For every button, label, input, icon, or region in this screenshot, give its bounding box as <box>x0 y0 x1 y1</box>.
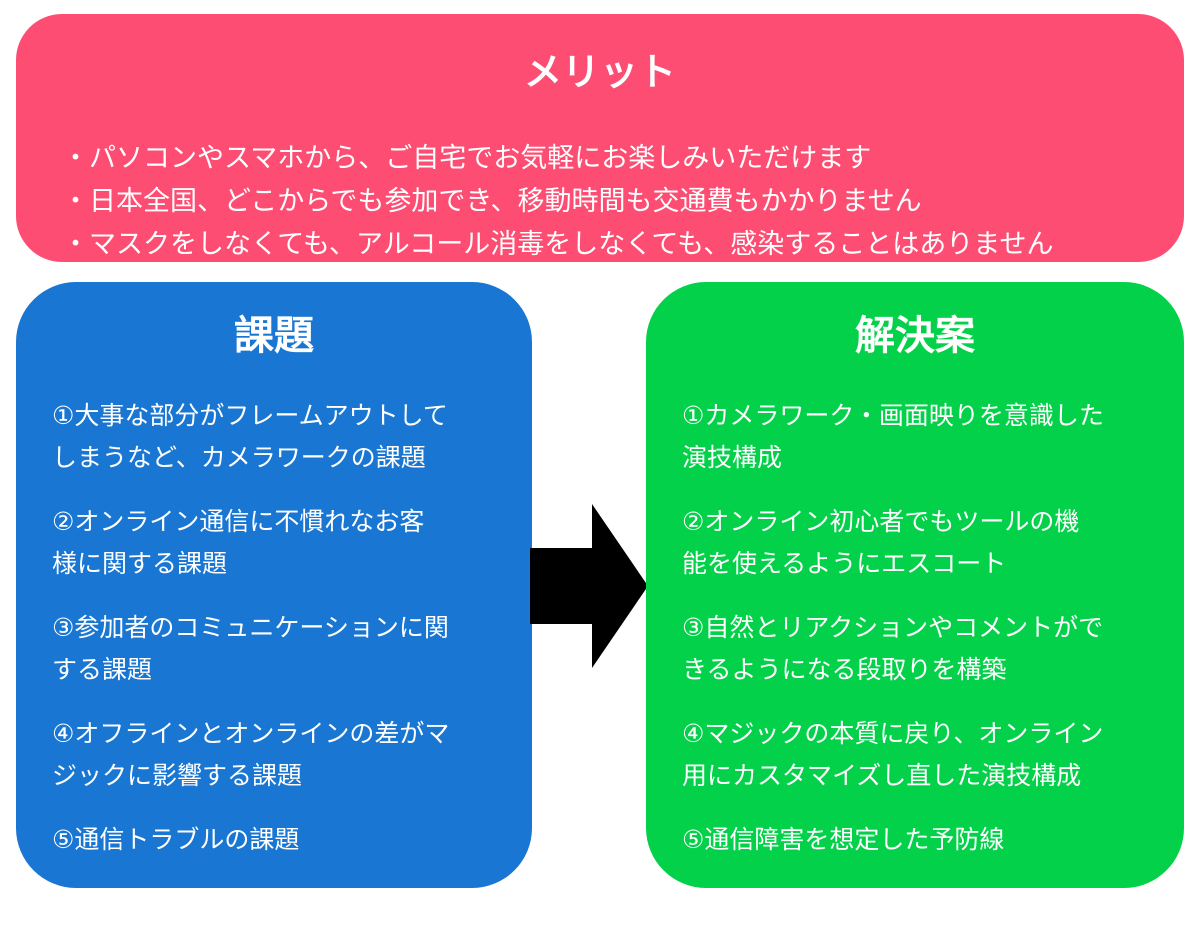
merit-item: ・マスクをしなくても、アルコール消毒をしなくても、感染することはありません <box>62 229 1054 260</box>
solution-item-line: 用にカスタマイズし直した演技構成 <box>682 761 1082 790</box>
merit-panel: メリット ・パソコンやスマホから、ご自宅でお気軽にお楽しみいただけます ・日本全… <box>16 14 1184 262</box>
solution-item: ④マジックの本質に戻り、オンライン 用にカスタマイズし直した演技構成 <box>682 713 1160 819</box>
problem-item: ①大事な部分がフレームアウトして しまうなど、カメラワークの課題 <box>52 395 508 501</box>
solutions-panel: 解決案 ①カメラワーク・画面映りを意識した 演技構成 ②オンライン初心者でもツー… <box>646 282 1184 888</box>
solution-item: ②オンライン初心者でもツールの機 能を使えるようにエスコート <box>682 501 1160 607</box>
merit-list: ・パソコンやスマホから、ご自宅でお気軽にお楽しみいただけます ・日本全国、どこか… <box>62 137 1162 266</box>
problem-item-line: ③参加者のコミュニケーションに関 <box>52 613 449 642</box>
problem-item: ⑤通信トラブルの課題 <box>52 819 508 925</box>
problem-item: ④オフラインとオンラインの差がマ ジックに影響する課題 <box>52 713 508 819</box>
problem-item-line: する課題 <box>52 655 153 684</box>
solution-item-line: ①カメラワーク・画面映りを意識した <box>682 401 1104 430</box>
solution-item-line: きるようになる段取りを構築 <box>682 655 1007 684</box>
problems-title: 課題 <box>234 313 314 359</box>
problem-item-line: ①大事な部分がフレームアウトして <box>52 401 448 430</box>
solutions-title: 解決案 <box>855 313 975 359</box>
merit-title: メリット <box>523 50 676 94</box>
solution-item-line: ②オンライン初心者でもツールの機 <box>682 507 1080 536</box>
merit-item: ・日本全国、どこからでも参加でき、移動時間も交通費もかかりません <box>62 186 922 217</box>
problem-item-line: ジックに影響する課題 <box>52 761 303 790</box>
merit-item: ・パソコンやスマホから、ご自宅でお気軽にお楽しみいただけます <box>62 143 872 174</box>
right-arrow-icon <box>530 504 648 668</box>
solution-item: ③自然とリアクションやコメントがで きるようになる段取りを構築 <box>682 607 1160 713</box>
problems-panel: 課題 ①大事な部分がフレームアウトして しまうなど、カメラワークの課題 ②オンラ… <box>16 282 532 888</box>
solution-item: ⑤通信障害を想定した予防線 <box>682 819 1160 925</box>
solution-item: ①カメラワーク・画面映りを意識した 演技構成 <box>682 395 1160 501</box>
solutions-list: ①カメラワーク・画面映りを意識した 演技構成 ②オンライン初心者でもツールの機 … <box>682 395 1160 925</box>
solution-item-line: 能を使えるようにエスコート <box>682 549 1007 578</box>
problem-item-line: 様に関する課題 <box>52 549 228 578</box>
solution-item-line: ⑤通信障害を想定した予防線 <box>682 825 1005 854</box>
solution-item-line: 演技構成 <box>682 443 783 472</box>
problems-list: ①大事な部分がフレームアウトして しまうなど、カメラワークの課題 ②オンライン通… <box>52 395 508 925</box>
solution-item-line: ③自然とリアクションやコメントがで <box>682 613 1104 642</box>
problem-item-line: ⑤通信トラブルの課題 <box>52 825 300 854</box>
arrow-shape <box>530 504 648 668</box>
problem-item-line: ④オフラインとオンラインの差がマ <box>52 719 450 748</box>
problem-item: ③参加者のコミュニケーションに関 する課題 <box>52 607 508 713</box>
problem-item-line: ②オンライン通信に不慣れなお客 <box>52 507 425 536</box>
problem-item: ②オンライン通信に不慣れなお客 様に関する課題 <box>52 501 508 607</box>
solution-item-line: ④マジックの本質に戻り、オンライン <box>682 719 1104 748</box>
problem-item-line: しまうなど、カメラワークの課題 <box>52 443 426 472</box>
